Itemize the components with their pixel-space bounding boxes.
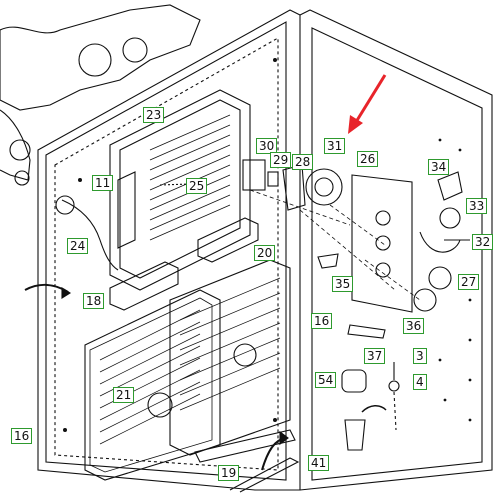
red-pointer-arrow-head (348, 115, 363, 134)
ecu-box (109, 89, 251, 291)
grommet-35 (317, 253, 339, 269)
plate-hole-3 (375, 262, 391, 278)
red-pointer-arrow (354, 74, 387, 123)
controller-module-outline (89, 297, 213, 473)
bumper-base (344, 419, 366, 451)
plate-hole-2 (375, 235, 391, 251)
callout-11: 11 (92, 175, 114, 191)
callout-16-right: 16 (311, 313, 333, 329)
module-fins-b (179, 277, 281, 411)
switch-36 (413, 288, 437, 312)
pulley (78, 43, 112, 77)
callout-20: 20 (254, 245, 276, 261)
wire-harness (61, 199, 119, 271)
module-logo (147, 392, 173, 418)
callout-16-left: 16 (11, 428, 33, 444)
door-seal (54, 37, 279, 471)
buzzer-31-core (314, 177, 334, 197)
controller-module-b (169, 259, 291, 456)
connector-11 (55, 195, 75, 215)
fitting (9, 139, 31, 161)
assembly-lines (249, 189, 421, 301)
ecu-connector (117, 171, 136, 249)
switch-33-cap-chain (419, 231, 461, 253)
callout-25: 25 (186, 178, 208, 194)
callout-30: 30 (256, 138, 278, 154)
curved-arrow-left-head (61, 287, 72, 299)
callout-4: 4 (413, 374, 427, 390)
curved-arrow-bottom-head (279, 430, 289, 446)
ecu-cover (119, 99, 241, 279)
screw-line (159, 183, 191, 186)
grommet (14, 170, 30, 186)
callout-28: 28 (292, 154, 314, 170)
pulley-small (122, 37, 148, 63)
connector-plug-18 (109, 261, 179, 311)
connector-plug-20 (197, 217, 259, 263)
callout-29: 29 (270, 152, 292, 168)
callout-35: 35 (332, 276, 354, 292)
machine-frame-top (0, 4, 201, 111)
callout-37: 37 (364, 348, 386, 364)
callout-33: 33 (466, 198, 488, 214)
mounting-holes (63, 58, 472, 432)
callout-18: 18 (83, 293, 105, 309)
hose (0, 109, 31, 181)
callout-34: 34 (428, 159, 450, 175)
relay-30 (242, 159, 266, 191)
switch-plate-26 (351, 174, 413, 313)
relay-29 (267, 171, 279, 187)
module-logo-b (233, 343, 257, 367)
callout-3: 3 (413, 348, 427, 364)
label-tag-37 (347, 324, 386, 339)
callout-32: 32 (472, 234, 494, 250)
washer-4 (388, 380, 400, 392)
callout-19: 19 (218, 465, 240, 481)
callout-54: 54 (315, 372, 337, 388)
cabinet-inner-wall (311, 27, 483, 481)
lamp-27 (428, 266, 452, 290)
callout-23: 23 (143, 107, 165, 123)
plate-hole-1 (375, 210, 391, 226)
callout-31: 31 (324, 138, 346, 154)
callout-24: 24 (67, 238, 89, 254)
callout-27: 27 (458, 274, 480, 290)
toggle-switch-34 (437, 171, 463, 201)
door-inner-panel (45, 21, 287, 481)
switch-33 (439, 207, 461, 229)
callout-36: 36 (403, 318, 425, 334)
curved-arrow-bumper (361, 405, 387, 413)
callout-26: 26 (357, 151, 379, 167)
callout-41: 41 (308, 455, 330, 471)
bolt-axis (393, 391, 397, 431)
bumper-54 (341, 369, 367, 393)
module-fins-a (99, 309, 201, 445)
callout-21: 21 (113, 387, 135, 403)
din-rail (194, 429, 296, 463)
bottom-bracket (229, 457, 300, 493)
cabinet-body (299, 9, 493, 491)
buzzer-31 (305, 168, 343, 206)
